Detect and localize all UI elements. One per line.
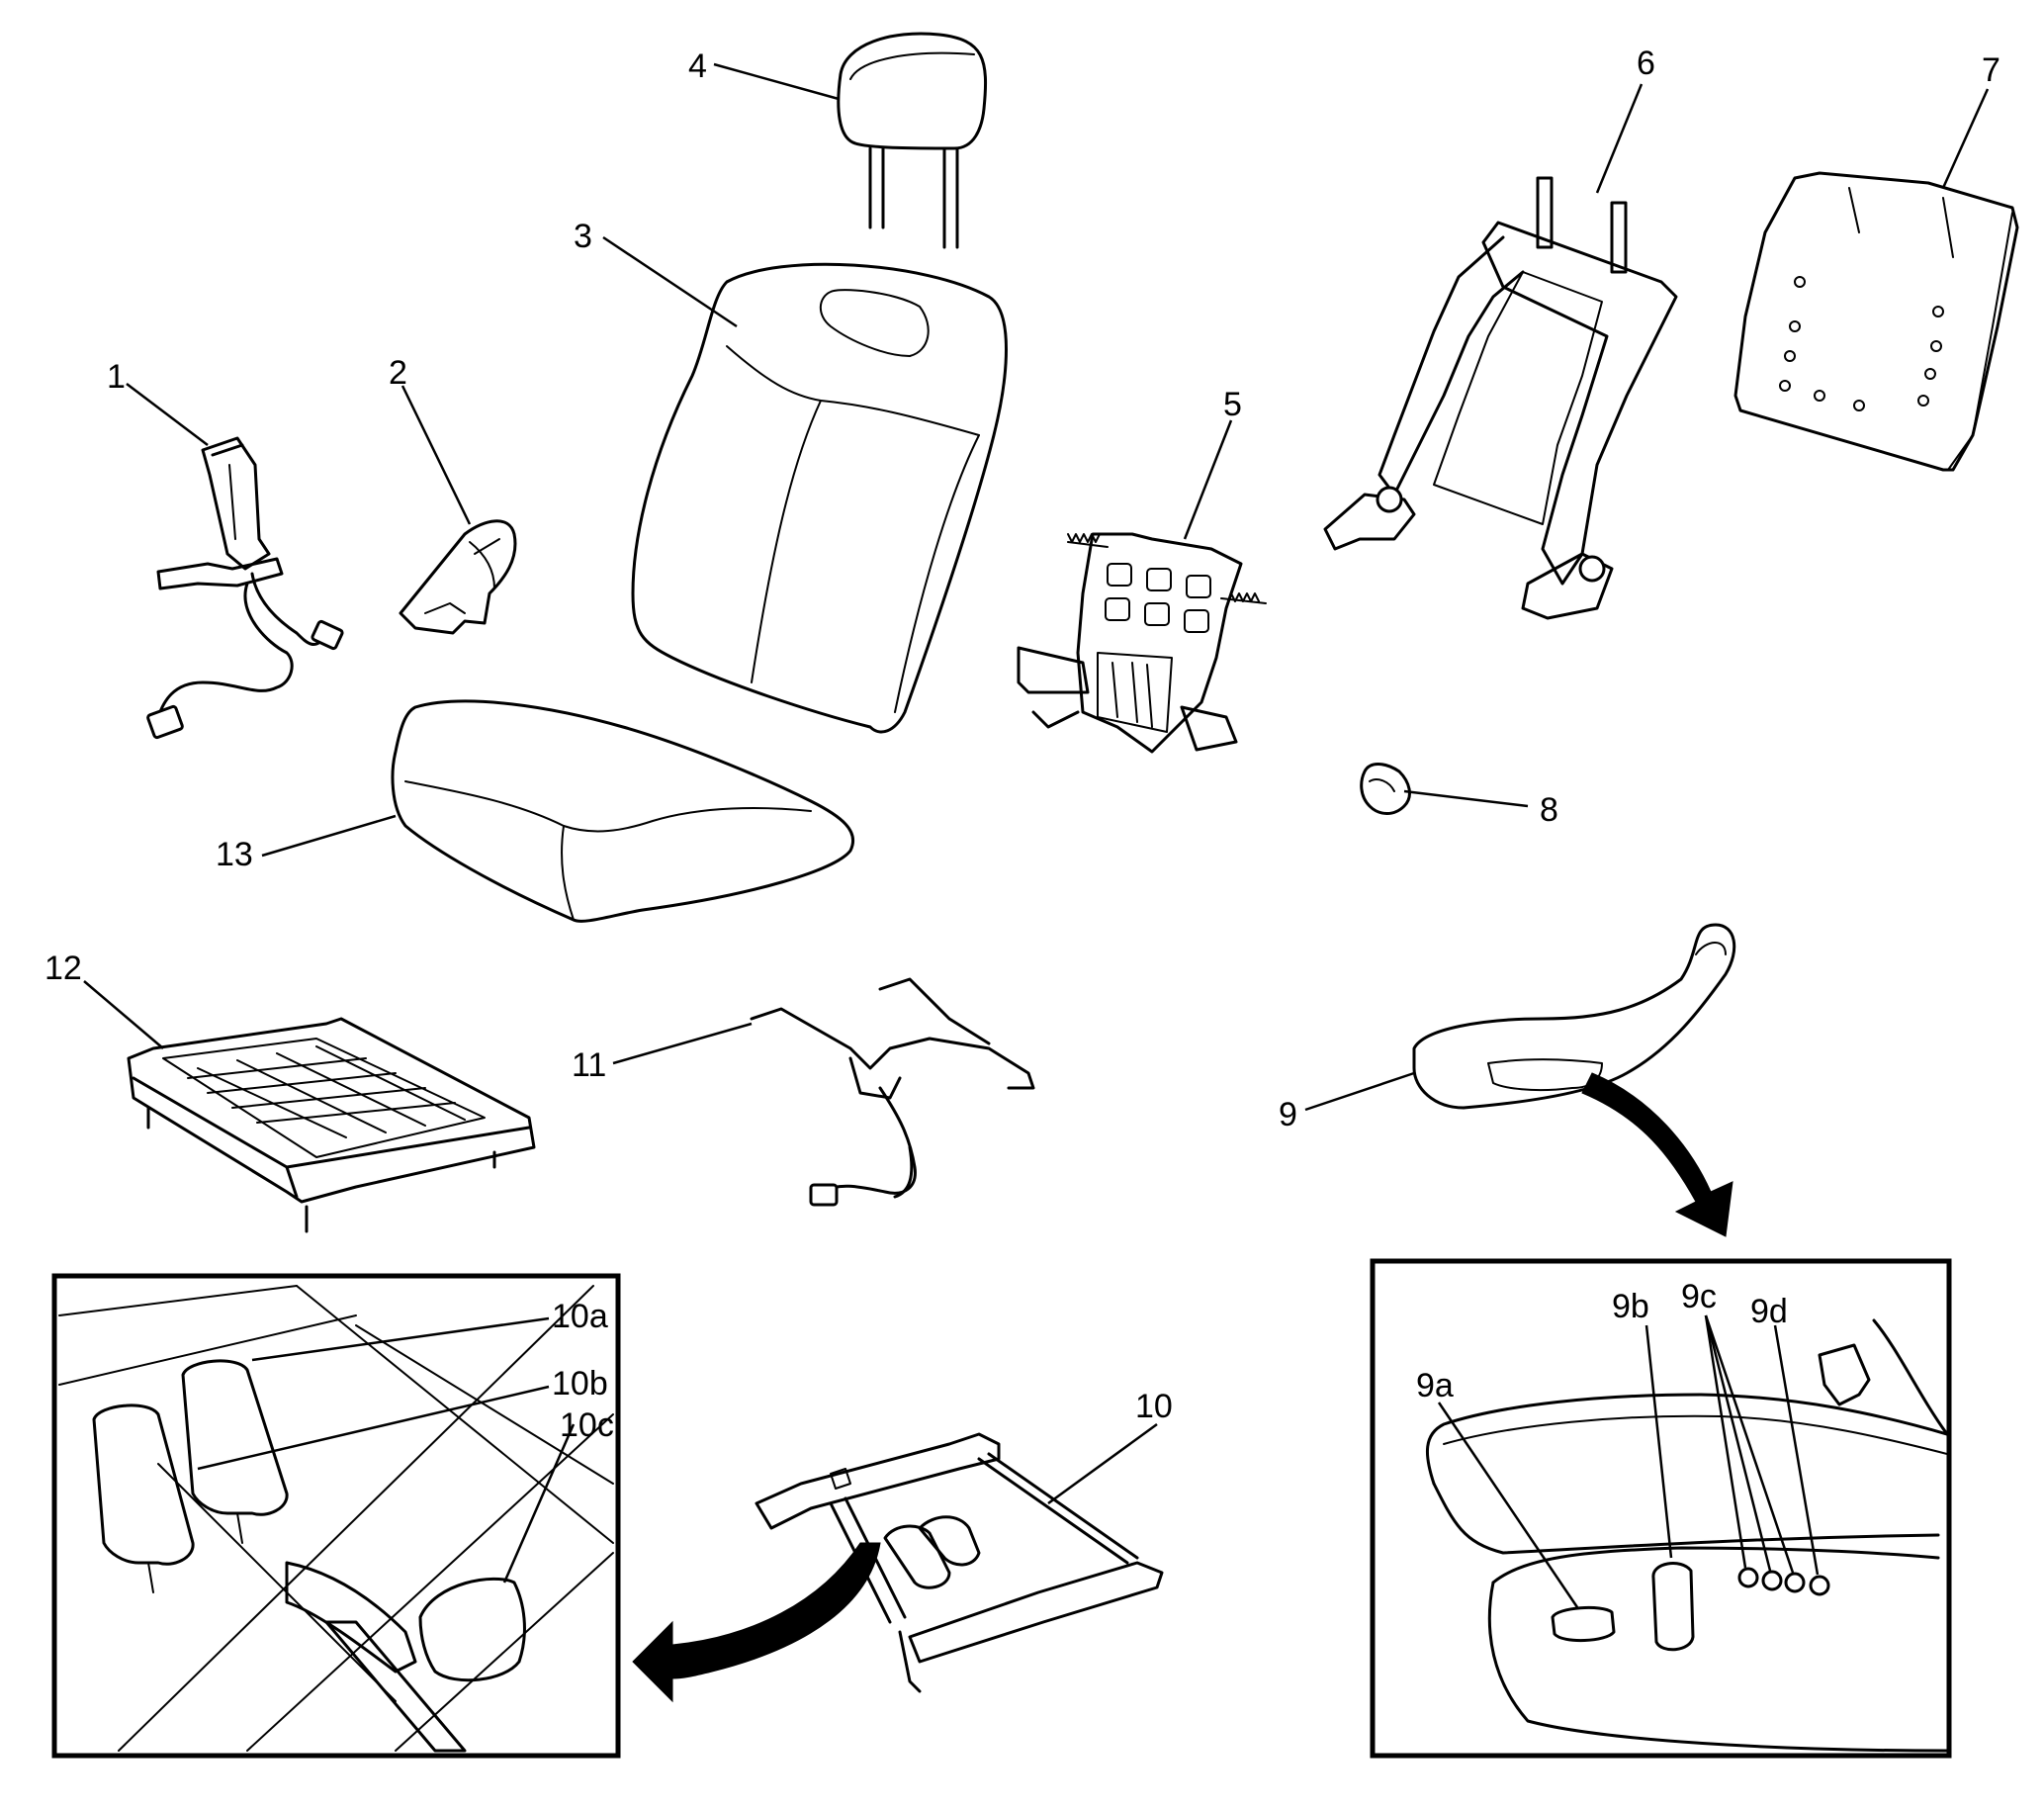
callout-10: 10 — [1135, 1388, 1173, 1425]
detail-box-switches — [1370, 1258, 1952, 1759]
callout-9b: 9b — [1612, 1288, 1649, 1325]
part-9-seat-side-trim — [1412, 923, 1736, 1110]
callout-8: 8 — [1540, 791, 1558, 829]
callout-6: 6 — [1637, 45, 1655, 82]
part-11-wiring-harness — [750, 977, 1035, 1207]
curved-arrow-down-right-icon — [1581, 1072, 1733, 1237]
part-8-knob — [1360, 763, 1411, 815]
part-13-seat-cushion — [391, 699, 854, 923]
callout-7: 7 — [1982, 51, 2000, 89]
callout-9a: 9a — [1416, 1367, 1454, 1404]
callout-10b: 10b — [552, 1365, 608, 1403]
callout-11: 11 — [572, 1046, 606, 1084]
part-2-trim-cover — [399, 519, 517, 635]
callout-9: 9 — [1279, 1096, 1297, 1133]
part-4-headrest — [837, 32, 988, 249]
leader-lines — [83, 62, 1990, 1608]
detail-box-motors — [51, 1273, 621, 1759]
part-12-seat-cushion-frame — [127, 1017, 536, 1233]
part-3-seat-back-cushion — [631, 262, 1008, 734]
curved-arrow-down-left-icon — [632, 1542, 881, 1703]
part-7-seat-back-panel — [1733, 171, 2019, 472]
callout-1: 1 — [107, 358, 126, 396]
callout-5: 5 — [1223, 386, 1242, 423]
callout-13: 13 — [216, 836, 253, 873]
callout-9c: 9c — [1681, 1278, 1717, 1315]
part-10-seat-adjuster — [755, 1432, 1164, 1693]
callout-9d: 9d — [1750, 1293, 1788, 1330]
part-1-seat-belt-buckle — [146, 436, 344, 740]
part-6-seat-back-frame — [1323, 176, 1678, 620]
callout-12: 12 — [44, 950, 82, 987]
callout-10c: 10c — [560, 1406, 614, 1444]
callout-10a: 10a — [552, 1298, 608, 1335]
callout-2: 2 — [389, 354, 407, 392]
callout-4: 4 — [688, 47, 707, 85]
part-5-lumbar-support — [1017, 532, 1267, 754]
callout-labels: 1 2 3 4 5 6 7 8 9 10 10a 10b 10c 11 12 1… — [44, 45, 2000, 1444]
callout-3: 3 — [574, 218, 592, 255]
